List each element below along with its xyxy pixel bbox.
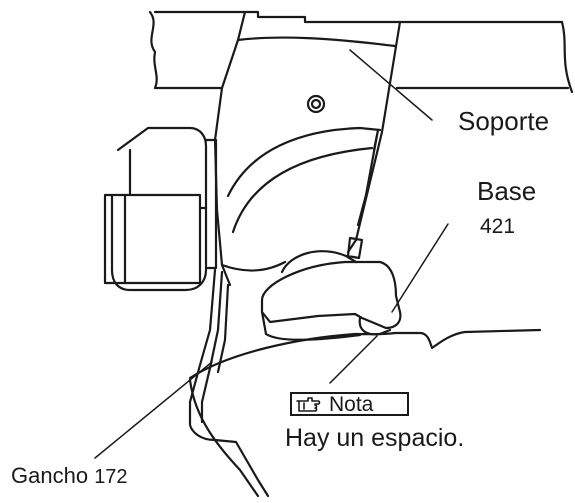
hook-label: Gancho bbox=[11, 463, 89, 488]
base-part-number: 421 bbox=[480, 215, 516, 238]
support-label: Soporte bbox=[458, 106, 550, 136]
leader-base bbox=[391, 223, 449, 313]
side-clamp bbox=[103, 126, 218, 292]
hook-part-number: 172 bbox=[94, 466, 128, 488]
leader-lines bbox=[94, 49, 449, 459]
hook bbox=[188, 268, 270, 498]
leader-gap bbox=[329, 335, 378, 384]
note-label: Nota bbox=[329, 392, 374, 416]
leader-hook bbox=[94, 361, 213, 459]
support-body bbox=[213, 10, 402, 287]
base-label: Base bbox=[477, 176, 537, 206]
vehicle-roof bbox=[188, 328, 542, 498]
crossbar bbox=[148, 10, 574, 94]
base-pad bbox=[260, 250, 402, 341]
hook-label-group: Gancho 172 bbox=[11, 463, 128, 488]
note-badge: Nota bbox=[290, 392, 409, 416]
note-text: Hay un espacio. bbox=[285, 424, 465, 452]
pointing-hand-icon bbox=[296, 397, 321, 412]
leader-support bbox=[349, 49, 433, 121]
